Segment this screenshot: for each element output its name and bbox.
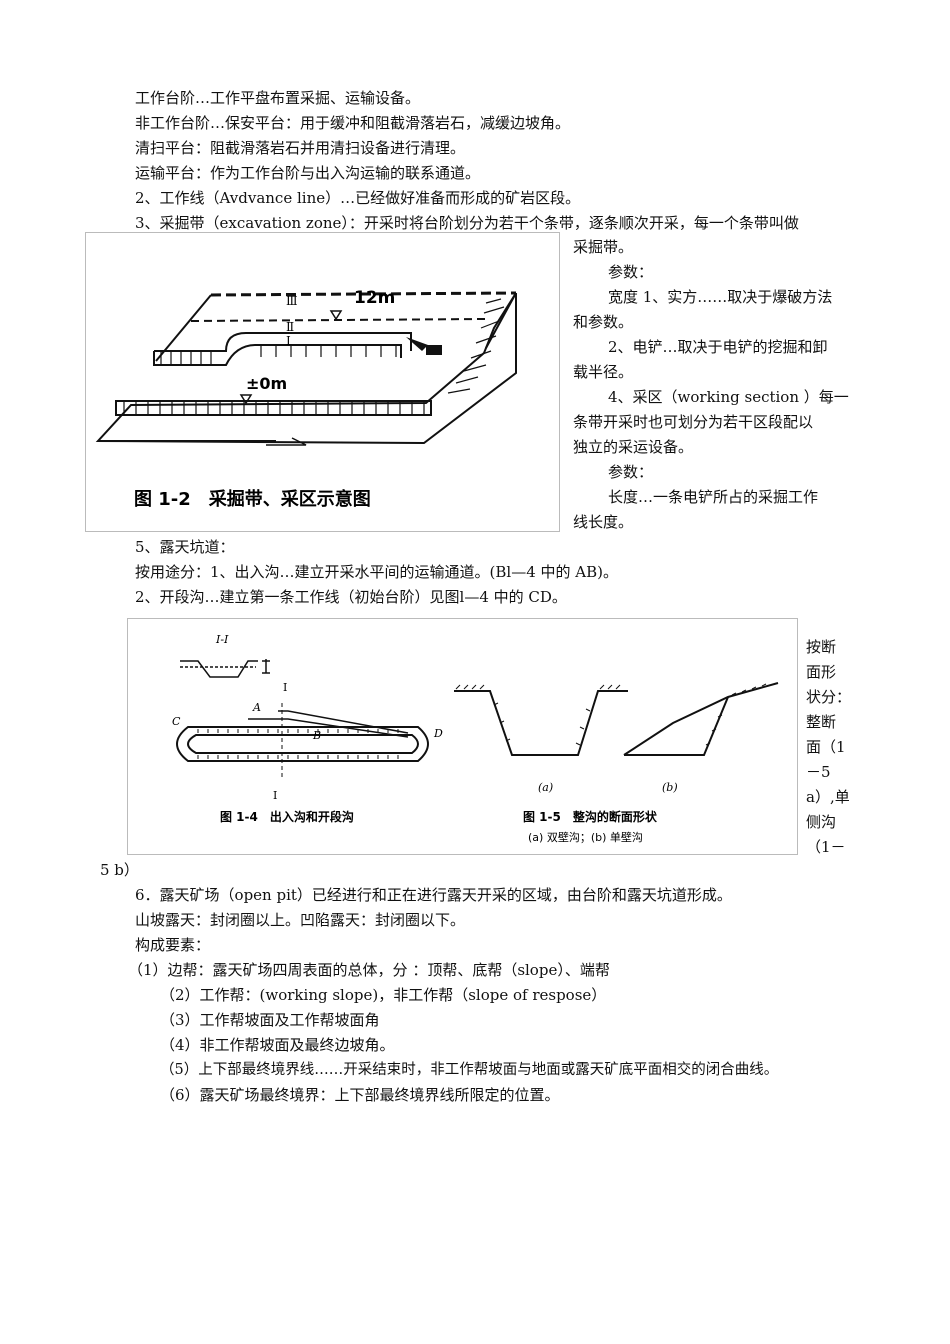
figure-1-4-caption: 图 1-4 出入沟和开段沟 — [220, 809, 354, 824]
text-line: 长度…一条电铲所占的采掘工作 — [608, 488, 819, 506]
side-text-2: 按断 面形 状分： 整断 面（1 －5 a）,单 侧沟 （1－ — [806, 635, 851, 860]
text-line: 整断 — [806, 713, 837, 731]
figure-1-2: 12m Ⅲ Ⅱ Ⅰ ±0m 图 1-2 采掘带、采区示意图 — [85, 232, 560, 532]
text-line: 参数： — [608, 463, 654, 481]
text-line: 工作台阶…工作平盘布置采掘、运输设备。 — [135, 89, 421, 107]
label-I-top: Ⅰ — [283, 681, 287, 694]
label-0m: ±0m — [246, 374, 287, 393]
text-line: 构成要素： — [135, 936, 211, 954]
text-line: （1－ — [806, 838, 846, 856]
text-line: 参数： — [608, 263, 654, 281]
text-line: 非工作台阶…保安平台：用于缓冲和阻截滑落岩石，减缓边坡角。 — [135, 114, 571, 132]
text-line: 清扫平台：阻截滑落岩石并用清扫设备进行清理。 — [135, 139, 466, 157]
text-line: （2）工作帮：(working slope)，非工作帮（slope of res… — [160, 986, 607, 1004]
text-line: 按用途分：1、出入沟…建立开采水平间的运输通道。(Bl—4 中的 AB)。 — [135, 563, 619, 581]
text-line: 载半径。 — [573, 363, 634, 381]
text-line: （1）边帮：露天矿场四周表面的总体，分 ：顶帮、底帮（slope）、端帮 — [128, 961, 610, 979]
label-C: C — [172, 715, 181, 728]
label-III: Ⅲ — [286, 294, 298, 308]
text-line: （4）非工作帮坡面及最终边坡角。 — [160, 1036, 395, 1054]
label-A: A — [252, 701, 261, 714]
section-label: Ⅰ-Ⅰ — [215, 633, 229, 646]
side-text-1: 采掘带。 参数： 宽度 1、实方……取决于爆破方法 和参数。 2、电铲…取决于电… — [573, 235, 849, 535]
label-a: (a) — [538, 781, 553, 794]
text-line: 4、采区（working section ）每一 — [608, 388, 849, 406]
text-line: 山坡露天：封闭圈以上。凹陷露天：封闭圈以下。 — [135, 911, 466, 929]
text-line: 条带开采时也可划分为若干区段配以 — [573, 413, 814, 431]
label-II: Ⅱ — [286, 320, 294, 334]
shovel-icon — [406, 337, 442, 355]
text-line: 6．露天矿场（open pit）已经进行和正在进行露天开采的区域，由台阶和露天坑… — [135, 886, 732, 904]
text-line: 侧沟 — [806, 813, 837, 831]
text-line: 2、电铲…取决于电铲的挖掘和卸 — [608, 338, 828, 356]
text-line: 和参数。 — [573, 313, 634, 331]
text-line: 宽度 1、实方……取决于爆破方法 — [608, 288, 833, 306]
text-line: 线长度。 — [573, 513, 634, 531]
text-line: （6）露天矿场最终境界：上下部最终境界线所限定的位置。 — [160, 1086, 560, 1104]
text-line: 采掘带。 — [573, 238, 634, 256]
text-line: 2、工作线（Avdvance line）…已经做好准备而形成的矿岩区段。 — [135, 189, 581, 207]
figure-caption: 图 1-2 采掘带、采区示意图 — [134, 488, 371, 510]
text-line: 5、露天坑道： — [135, 538, 235, 556]
text-line: 2、开段沟…建立第一条工作线（初始台阶）见图l—4 中的 CD。 — [135, 588, 567, 606]
figure-1-5-caption: 图 1-5 整沟的断面形状 — [523, 809, 658, 824]
text-line: 面（1 — [806, 738, 846, 756]
figure-1-5-subcaption: (a) 双壁沟；(b) 单壁沟 — [528, 830, 643, 844]
bench-diagram: 12m Ⅲ Ⅱ Ⅰ ±0m 图 1-2 采掘带、采区示意图 — [95, 288, 517, 510]
label-D: D — [433, 727, 443, 740]
text-line: （3）工作帮坡面及工作帮坡面角 — [160, 1011, 380, 1029]
figure-1-4-1-5: Ⅰ-Ⅰ Ⅰ Ⅰ A B C D 图 1-4 出入沟和开段沟 (a) — [127, 618, 798, 855]
trench-diagrams: Ⅰ-Ⅰ Ⅰ Ⅰ A B C D 图 1-4 出入沟和开段沟 (a) — [172, 633, 779, 844]
text-line: 3、采掘带（excavation zone）：开采时将台阶划分为若干个条带，逐条… — [135, 214, 799, 232]
label-I-bottom: Ⅰ — [273, 789, 277, 802]
text-line: 5 b） — [100, 861, 139, 879]
label-I: Ⅰ — [286, 334, 291, 348]
text-line: 运输平台：作为工作台阶与出入沟运输的联系通道。 — [135, 164, 481, 182]
text-line: 面形 — [806, 663, 837, 681]
text-line: 独立的采运设备。 — [573, 438, 694, 456]
text-line: －5 — [806, 763, 831, 781]
label-12m: 12m — [354, 288, 395, 308]
label-B: B — [312, 729, 321, 742]
label-b: (b) — [662, 781, 678, 794]
text-line: a）,单 — [806, 788, 850, 806]
text-line: （5）上下部最终境界线……开采结束时，非工作帮坡面与地面或露天矿底平面相交的闭合… — [160, 1062, 779, 1078]
text-line: 按断 — [806, 638, 837, 656]
text-line: 状分： — [806, 688, 852, 706]
